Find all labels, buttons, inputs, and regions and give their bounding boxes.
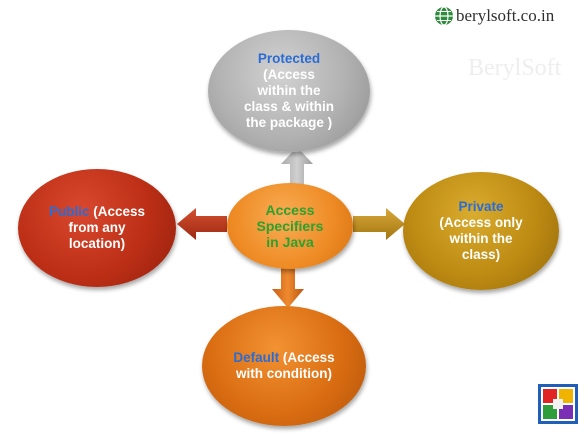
private-line3: class) — [461, 247, 501, 262]
public-line1: (Access — [89, 204, 146, 219]
brand-header[interactable]: berylsoft.co.in — [434, 6, 554, 26]
default-keyword: Default — [233, 350, 280, 365]
center-line1: Access — [265, 202, 315, 218]
public-circle: Public (Access from any location) — [18, 169, 176, 287]
arrow-left — [177, 208, 227, 240]
public-line3: location) — [68, 236, 126, 251]
arrow-right — [353, 208, 405, 240]
protected-line4: the package ) — [245, 115, 333, 130]
beryl-logo — [538, 384, 578, 424]
default-line2: with condition) — [236, 366, 332, 381]
default-line1: (Access — [279, 350, 335, 365]
arrow-up — [281, 147, 313, 185]
arrow-down — [272, 268, 304, 308]
private-keyword: Private — [458, 199, 504, 214]
brand-url[interactable]: berylsoft.co.in — [456, 6, 555, 25]
private-circle: Private (Access only within the class) — [403, 172, 559, 290]
protected-keyword: Protected — [257, 51, 321, 66]
private-line1: (Access only — [439, 215, 523, 230]
protected-line3: class & within — [243, 99, 335, 114]
public-keyword: Public — [48, 204, 90, 219]
protected-circle: Protected (Access within the class & wit… — [208, 30, 370, 152]
protected-line2: within the — [257, 83, 321, 98]
globe-icon — [435, 6, 453, 26]
center-circle: Access Specifiers in Java — [227, 183, 353, 269]
protected-line1: (Access — [263, 67, 315, 82]
center-line3: in Java — [266, 234, 314, 250]
public-line2: from any — [68, 220, 126, 235]
watermark-text: BerylSoft — [468, 55, 562, 81]
center-line2: Specifiers — [256, 218, 324, 234]
private-line2: within the — [449, 231, 513, 246]
default-circle: Default (Access with condition) — [202, 306, 366, 426]
